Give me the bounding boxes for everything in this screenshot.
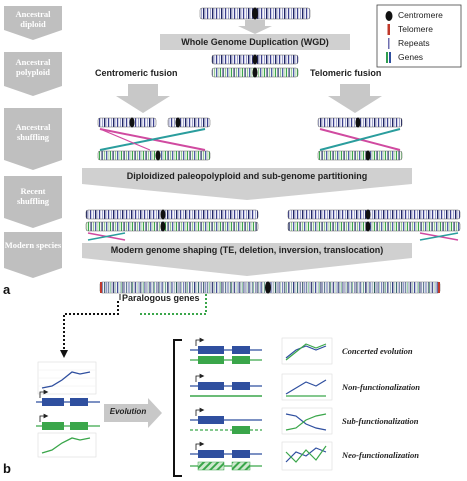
centromere-icon — [155, 150, 161, 161]
outcome-label: Neo-functionalization — [342, 450, 419, 460]
centromere-icon — [385, 11, 393, 21]
gene-icon — [386, 52, 388, 63]
paralogous-bracket: Paralogous genes — [60, 293, 207, 358]
stage-box-recent-shuffling: Recent shuffling — [4, 176, 62, 228]
centromere-icon — [252, 54, 258, 65]
panel-label-a: a — [3, 282, 11, 297]
centromere-icon — [365, 150, 371, 161]
outcome-label: Sub-functionalization — [342, 416, 419, 426]
stage-box-ancestral-diploid: Ancestral diploid — [4, 6, 62, 40]
evolution-label: Evolution — [109, 407, 147, 416]
legend-label: Centromere — [398, 10, 443, 20]
centromere-icon — [252, 7, 258, 20]
stage-box-ancestral-shuffling: Ancestral shuffling — [4, 108, 62, 170]
modern-label: Modern genome shaping (TE, deletion, inv… — [110, 245, 384, 255]
duplicated-chromosomes — [211, 54, 299, 78]
stage-label: Modern species — [4, 240, 62, 250]
down-arrow — [116, 84, 170, 113]
outcome-row-sub-functionalization: Sub-functionalization — [190, 407, 419, 435]
repeat-icon — [388, 38, 390, 49]
centromere-icon — [265, 281, 271, 294]
outcome-bracket — [173, 339, 182, 477]
centromere-icon — [252, 67, 258, 78]
centromere-icon — [355, 117, 361, 128]
centromere-icon — [365, 221, 371, 232]
stage-label: Ancestral shuffling — [15, 122, 51, 142]
centromeric-shuffling — [97, 117, 211, 161]
telomeric-shuffling — [317, 117, 403, 161]
centromere-icon — [175, 117, 181, 128]
ancestral-chromosome — [199, 7, 311, 20]
centromere-icon — [160, 221, 166, 232]
legend-label: Genes — [398, 52, 424, 62]
telomere-icon — [438, 282, 440, 293]
paralogous-label: Paralogous genes — [122, 293, 200, 303]
legend-label: Repeats — [398, 38, 430, 48]
down-arrow — [238, 20, 272, 34]
outcome-row-non-functionalization: Non-functionalization — [190, 373, 420, 401]
telomeric-fusion-label: Telomeric fusion — [310, 68, 382, 78]
telomere-icon — [387, 24, 390, 35]
stage-label: Ancestral polyploid — [15, 57, 51, 77]
stage-box-ancestral-polyploid: Ancestral polyploid — [4, 52, 62, 96]
centromere-icon — [160, 209, 166, 220]
telomere-icon — [100, 282, 102, 293]
centromere-icon — [365, 209, 371, 220]
centromeric-fusion-label: Centromeric fusion — [95, 68, 178, 78]
centromere-icon — [129, 117, 135, 128]
recent-shuffling-right — [287, 209, 461, 241]
evolution-arrow: Evolution — [104, 398, 162, 428]
stage-label: Ancestral diploid — [15, 9, 51, 29]
stage-column: Ancestral diploid Ancestral polyploid An… — [4, 6, 62, 278]
stage-label: Recent shuffling — [16, 186, 50, 206]
modern-chromosome — [99, 281, 441, 294]
wgd-bar: Whole Genome Duplication (WGD) — [160, 34, 350, 50]
wgd-label: Whole Genome Duplication (WGD) — [181, 37, 329, 47]
outcome-label: Non-functionalization — [342, 382, 420, 392]
legend: Centromere Telomere Repeats Genes — [376, 4, 462, 68]
outcome-label: Concerted evolution — [342, 346, 413, 356]
outcome-row-concerted: Concerted evolution — [190, 337, 413, 365]
down-arrow — [328, 84, 382, 113]
modern-bar: Modern genome shaping (TE, deletion, inv… — [82, 243, 412, 276]
outcome-row-neo-functionalization: Neo-functionalization — [190, 441, 419, 471]
diploidized-label: Diploidized paleopolyploid and sub-genom… — [126, 171, 368, 181]
panel-label-b: b — [3, 461, 11, 476]
source-genes — [36, 389, 100, 430]
source-plot — [37, 361, 97, 395]
gene-icon — [389, 52, 391, 63]
diploidized-bar: Diploidized paleopolyploid and sub-genom… — [82, 168, 412, 200]
stage-box-modern-species: Modern species — [4, 232, 62, 278]
legend-label: Telomere — [398, 24, 433, 34]
source-plot-2 — [37, 432, 97, 458]
recent-shuffling-left — [85, 209, 259, 241]
